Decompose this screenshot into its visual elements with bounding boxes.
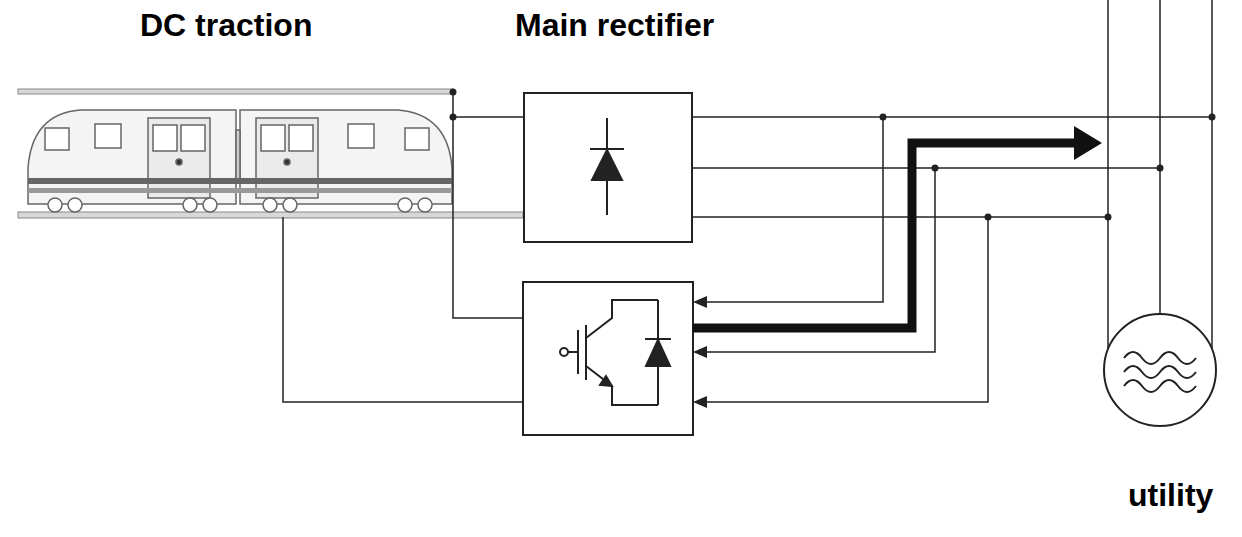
power-flow-arrow [693, 126, 1102, 328]
igbt-symbol [560, 300, 671, 405]
rectifier-box: Main rectifier [515, 8, 714, 43]
diode-symbol [590, 118, 624, 215]
part-label: DC traction [140, 8, 312, 43]
part-label: utility [1128, 478, 1213, 513]
rail [18, 212, 523, 218]
box-heading: Main rectifier [515, 8, 714, 43]
inverter-box [523, 282, 693, 435]
catenary-wire [18, 89, 453, 94]
wiring [283, 0, 1212, 402]
train-illustration [28, 110, 452, 212]
box-outline [523, 92, 693, 243]
generator-symbol [1104, 314, 1216, 426]
